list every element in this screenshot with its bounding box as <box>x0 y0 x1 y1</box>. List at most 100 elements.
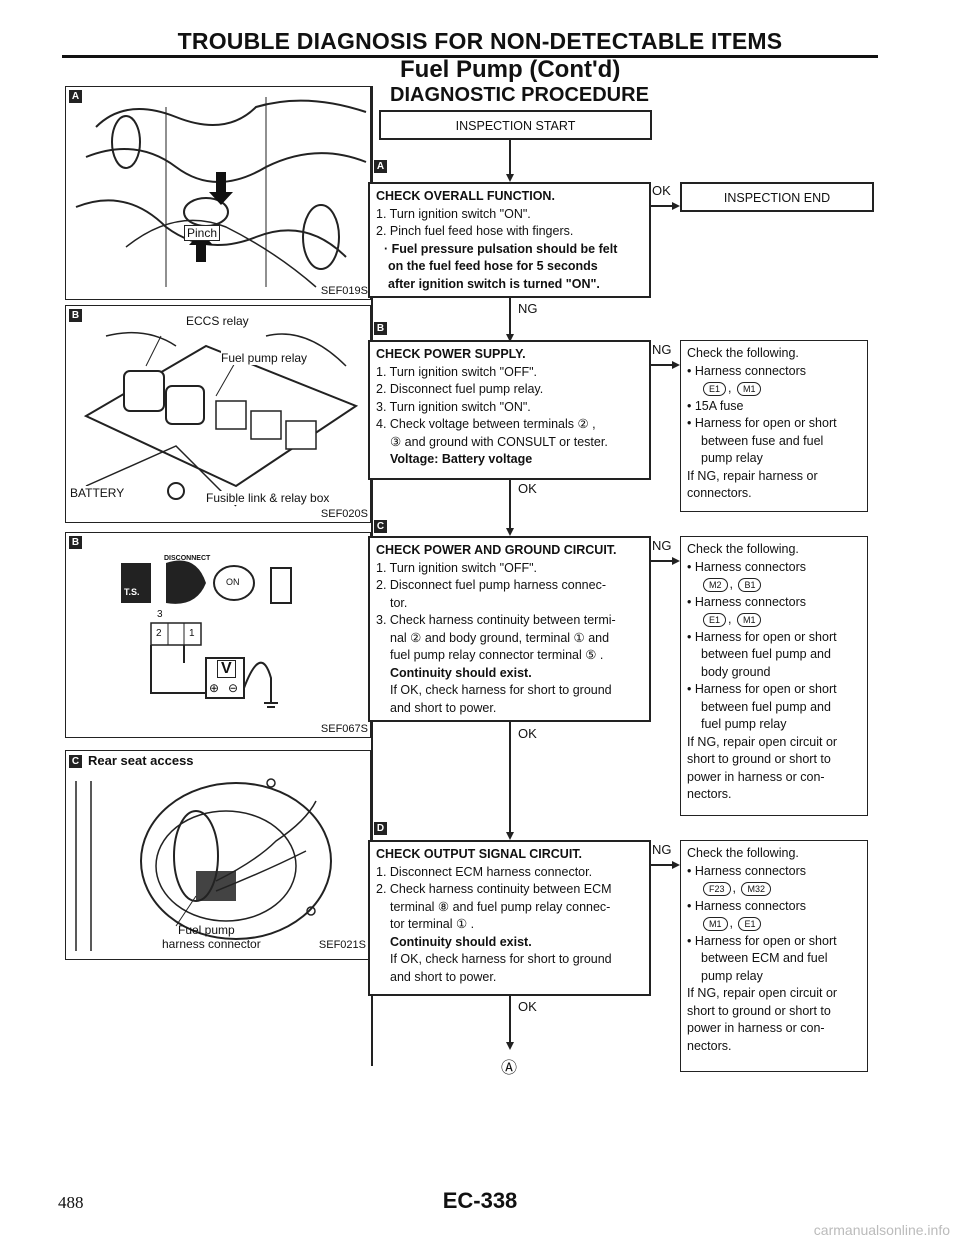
figure-a-marker: A <box>69 90 82 103</box>
check-c-line: between fuel pump and <box>701 647 831 661</box>
step-b-line: 1. Turn ignition switch "OFF". <box>376 364 538 379</box>
check-c-line: short to ground or short to <box>687 752 831 766</box>
relay-box-illustration <box>83 331 359 507</box>
check-c-line: • Harness connectors <box>687 559 807 574</box>
step-c-line: 3. Check harness continuity between term… <box>376 613 616 627</box>
connector-line <box>509 140 511 178</box>
rear-seat-label: Rear seat access <box>88 753 194 768</box>
minus-terminal: ⊖ <box>228 681 239 695</box>
arrow-down <box>506 334 514 342</box>
check-d-connectors: M1, E1 <box>687 915 861 933</box>
figure-c: C Rear seat access Fuel pump harness con… <box>65 750 371 960</box>
procedure-heading: DIAGNOSTIC PROCEDURE <box>390 84 649 106</box>
check-d-line: • Harness connectors <box>687 898 807 913</box>
ng-label: NG <box>652 538 672 553</box>
ts-label: T.S. <box>124 587 140 597</box>
step-c-marker: C <box>374 520 387 533</box>
check-d-line: between ECM and fuel <box>701 951 828 965</box>
step-c-line: nal ② and body ground, terminal ① and <box>390 630 610 645</box>
ok-label: OK <box>652 183 671 198</box>
step-c-line: tor. <box>390 595 408 610</box>
step-b-box: CHECK POWER SUPPLY. 1. Turn ignition swi… <box>368 340 651 480</box>
arrow-down <box>506 174 514 182</box>
ng-label: NG <box>652 842 672 857</box>
on-label: ON <box>226 577 240 587</box>
check-d-line: If NG, repair open circuit or <box>687 986 838 1000</box>
step-c-line: 2. Disconnect fuel pump harness connec- <box>376 578 606 592</box>
step-d-line: 1. Disconnect ECM harness connector. <box>376 864 593 879</box>
inspection-start-box: INSPECTION START <box>379 110 652 140</box>
voltage-check-diagram <box>121 560 292 708</box>
step-d-box: CHECK OUTPUT SIGNAL CIRCUIT. 1. Disconne… <box>368 840 651 996</box>
ok-label: OK <box>518 726 537 741</box>
continue-marker: Ⓐ <box>501 1060 518 1077</box>
eccs-relay-label: ECCS relay <box>186 314 249 328</box>
disconnect-label: DISCONNECT <box>164 555 211 562</box>
check-c-connectors: E1, M1 <box>687 611 861 629</box>
battery-label: BATTERY <box>70 486 125 500</box>
check-d-line: • Harness connectors <box>687 863 807 878</box>
ng-label: NG <box>652 342 672 357</box>
pin-2: 2 <box>156 628 162 639</box>
check-d-line: pump relay <box>701 968 763 983</box>
harness-connector-label: harness connector <box>162 937 261 951</box>
check-d-line: • Harness for open or short <box>687 933 837 948</box>
step-c-line: If OK, check harness for short to ground <box>390 683 612 697</box>
connector-line <box>509 480 511 532</box>
figure-b2-code: SEF067S <box>320 723 368 735</box>
arrow-down <box>506 528 514 536</box>
connector-e1-icon: E1 <box>703 613 727 627</box>
step-a-line: 2. Pinch fuel feed hose with fingers. <box>376 224 574 238</box>
check-c-line: • Harness for open or short <box>687 629 837 644</box>
step-b-line: 2. Disconnect fuel pump relay. <box>376 382 544 396</box>
step-d-line: terminal ⑧ and fuel pump relay connec- <box>390 899 611 914</box>
check-d-line: short to ground or short to <box>687 1003 831 1018</box>
check-b-line: • Harness connectors <box>687 363 807 378</box>
step-b-line: 3. Turn ignition switch "ON". <box>376 399 531 414</box>
step-a-criterion: · Fuel pressure pulsation should be felt <box>384 241 618 256</box>
figure-b-relay: B ECCS relay Fuel pump relay BATTERY Fus… <box>65 305 371 523</box>
connector-f23-icon: F23 <box>703 882 731 896</box>
ok-label: OK <box>518 481 537 496</box>
fuel-pump-label: Fuel pump <box>178 923 235 937</box>
pin-1: 1 <box>189 628 195 639</box>
check-b-line: If NG, repair harness or <box>687 468 818 483</box>
check-d-line: nectors. <box>687 1038 732 1053</box>
connector-line <box>651 205 675 207</box>
check-b-line: connectors. <box>687 486 752 500</box>
check-b-line: between fuse and fuel <box>701 433 824 448</box>
pinch-label: Pinch <box>184 225 221 241</box>
step-b-marker: B <box>374 322 387 335</box>
step-b-line: ③ and ground with CONSULT or tester. <box>390 434 608 449</box>
step-a-criterion: on the fuel feed hose for 5 seconds <box>388 259 598 273</box>
step-c-title: CHECK POWER AND GROUND CIRCUIT. <box>376 543 617 557</box>
voltmeter-label: V <box>217 660 236 678</box>
connector-line <box>651 364 675 366</box>
connector-e1-icon: E1 <box>738 917 762 931</box>
fuel-hose-illustration <box>75 97 367 288</box>
step-d-line: and short to power. <box>390 969 497 984</box>
check-c-box: Check the following. • Harness connector… <box>680 536 868 816</box>
pin-3: 3 <box>157 609 163 620</box>
figure-a: A Pinch SEF019S <box>65 86 371 300</box>
connector-m1-icon: M1 <box>736 613 762 627</box>
connector-line <box>651 560 675 562</box>
section-title: Fuel Pump (Cont'd) <box>400 56 621 83</box>
arrow-right <box>672 557 680 565</box>
figure-b-code: SEF020S <box>320 508 368 520</box>
check-b-line: pump relay <box>701 451 763 465</box>
fusible-link-label: Fusible link & relay box <box>206 491 330 505</box>
inspection-end-box: INSPECTION END <box>680 182 874 212</box>
step-a-line: 1. Turn ignition switch "ON". <box>376 206 531 221</box>
figure-c-code: SEF021S <box>318 939 366 951</box>
connector-m1-icon: M1 <box>736 382 762 396</box>
watermark: carmanualsonline.info <box>813 1222 950 1238</box>
connector-b1-icon: B1 <box>738 578 762 592</box>
check-d-box: Check the following. • Harness connector… <box>680 840 868 1072</box>
step-d-line: 2. Check harness continuity between ECM <box>376 882 612 896</box>
inspection-end-label: INSPECTION END <box>723 191 831 205</box>
step-d-marker: D <box>374 822 387 835</box>
fuel-pump-relay-label: Fuel pump relay <box>221 351 308 365</box>
arrow-down <box>506 1042 514 1050</box>
check-c-line: • Harness connectors <box>687 594 807 609</box>
